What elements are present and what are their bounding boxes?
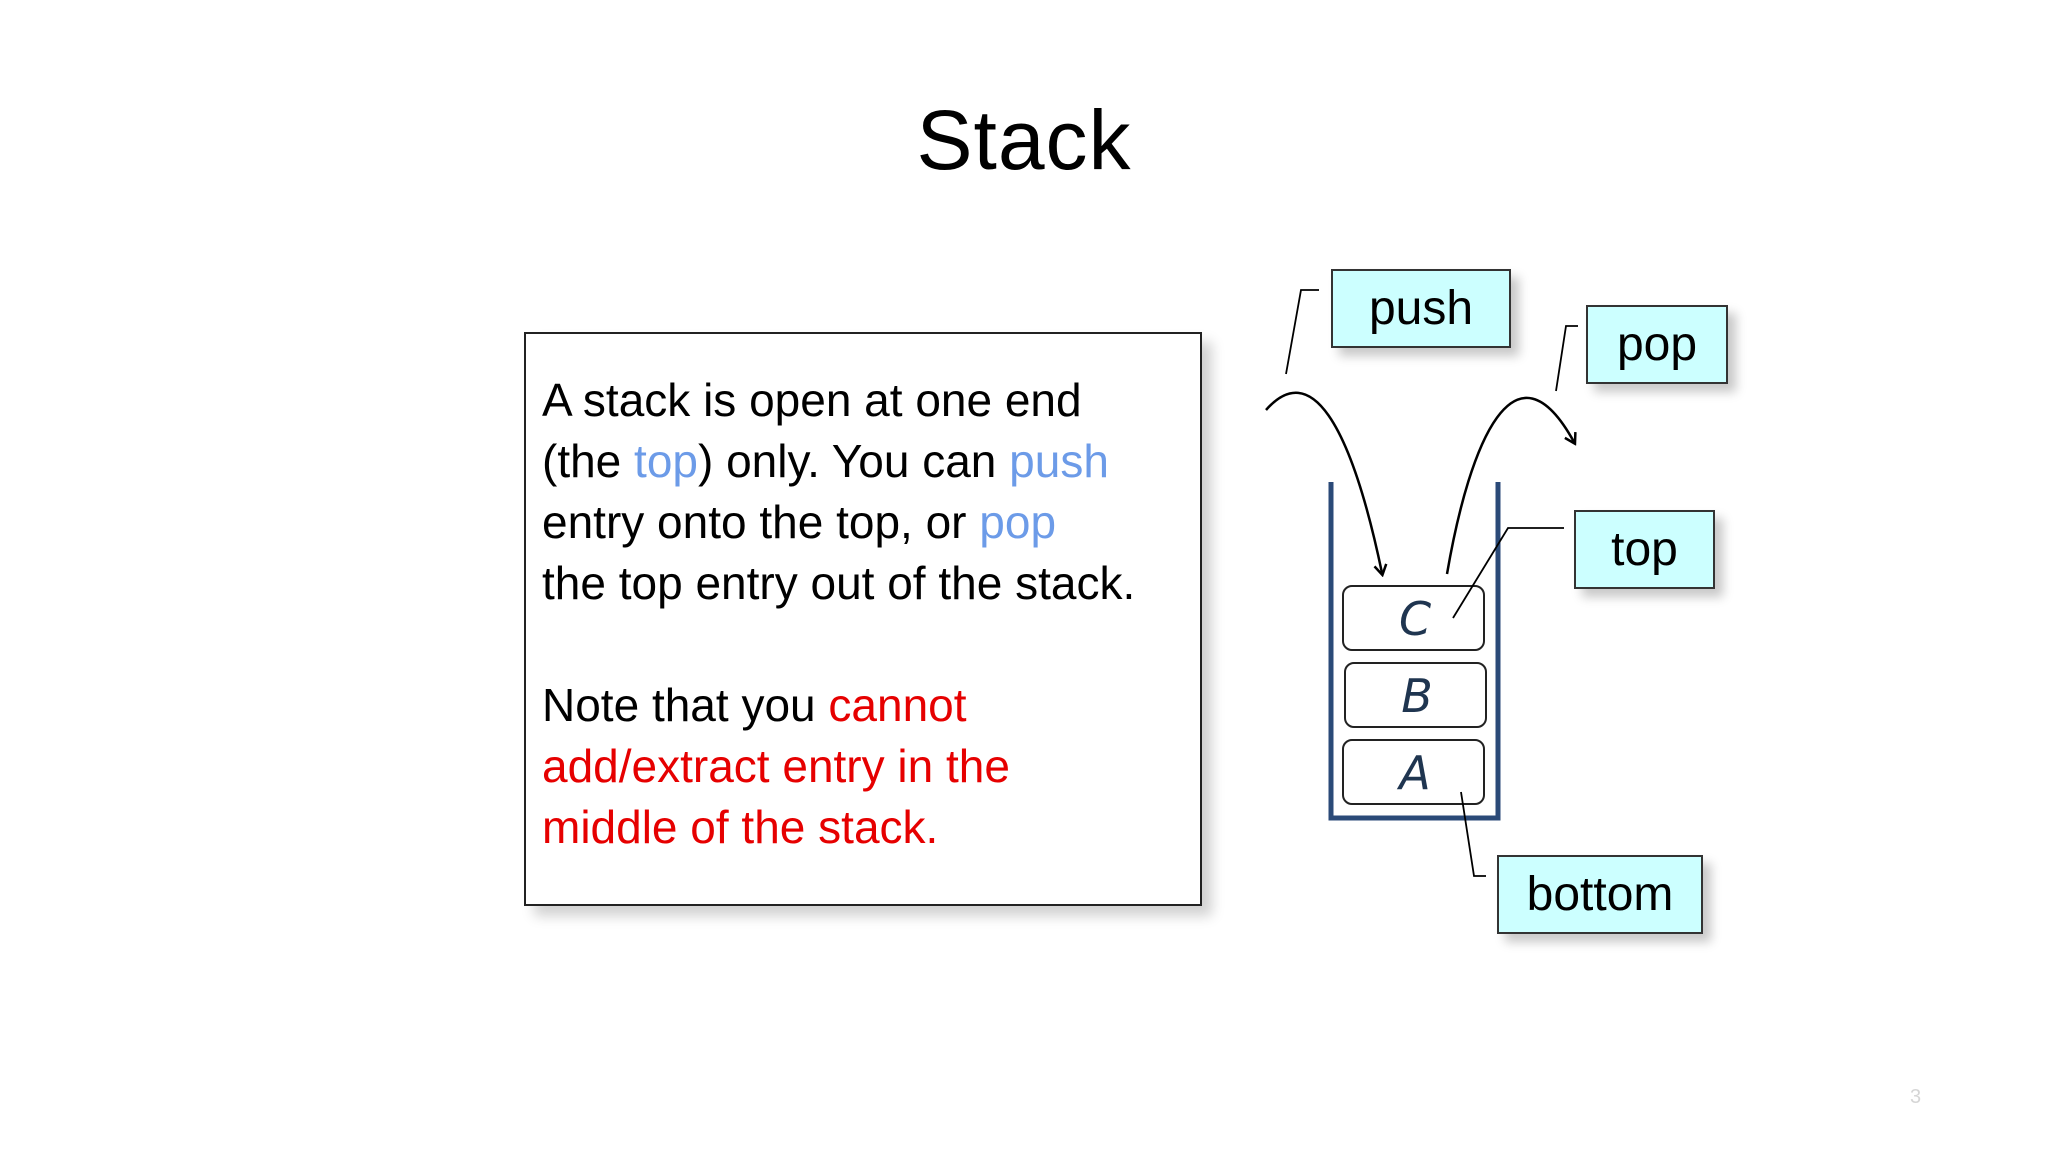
keyword-pop: pop: [979, 496, 1057, 548]
page-number: 3: [1910, 1086, 1922, 1108]
note-line-2: add/extract entry in the: [542, 740, 1010, 792]
stack-cell-a: [1342, 739, 1485, 805]
bottom-leader-line: [1460, 791, 1486, 877]
stack-item-a: A: [1396, 746, 1430, 800]
note-cannot: cannot: [828, 679, 967, 731]
line2-before: (the: [542, 435, 635, 487]
stack-item-c: C: [1399, 592, 1431, 646]
top-leader-line: [1452, 527, 1564, 619]
line3-before: entry onto the top, or: [542, 496, 980, 548]
stack-item-b: B: [1401, 669, 1433, 723]
line1-text: A stack is open at one end: [542, 374, 1082, 426]
description-textbox: A stack is open at one end (the top) onl…: [524, 332, 1202, 906]
pop-leader-line: [1555, 325, 1578, 392]
pop-label: pop: [1586, 305, 1728, 384]
note-line-1: Note that you cannot: [542, 675, 1200, 736]
keyword-top: top: [634, 435, 698, 487]
top-label: top: [1574, 510, 1715, 589]
line4-text: the top entry out of the stack.: [542, 557, 1136, 609]
description-line-2: (the top) only. You can push: [542, 431, 1200, 492]
push-leader-line: [1285, 289, 1319, 375]
description-line-1: A stack is open at one end: [542, 370, 1200, 431]
stack-cell-c: [1342, 585, 1485, 651]
stack-container: [1328, 482, 1501, 821]
description-line-4: the top entry out of the stack.: [542, 553, 1200, 614]
stack-cell-b: [1344, 662, 1487, 728]
note-line-3: middle of the stack.: [542, 801, 939, 853]
line2-mid: ) only. You can: [698, 435, 1010, 487]
description-line-3: entry onto the top, or pop: [542, 492, 1200, 553]
bottom-label: bottom: [1497, 855, 1703, 934]
keyword-push: push: [1009, 435, 1109, 487]
push-arrow: [1265, 391, 1382, 573]
slide-title: Stack: [916, 93, 1132, 187]
push-label: push: [1331, 269, 1511, 348]
note-before: Note that you: [542, 679, 829, 731]
pop-arrow: [1445, 396, 1574, 575]
